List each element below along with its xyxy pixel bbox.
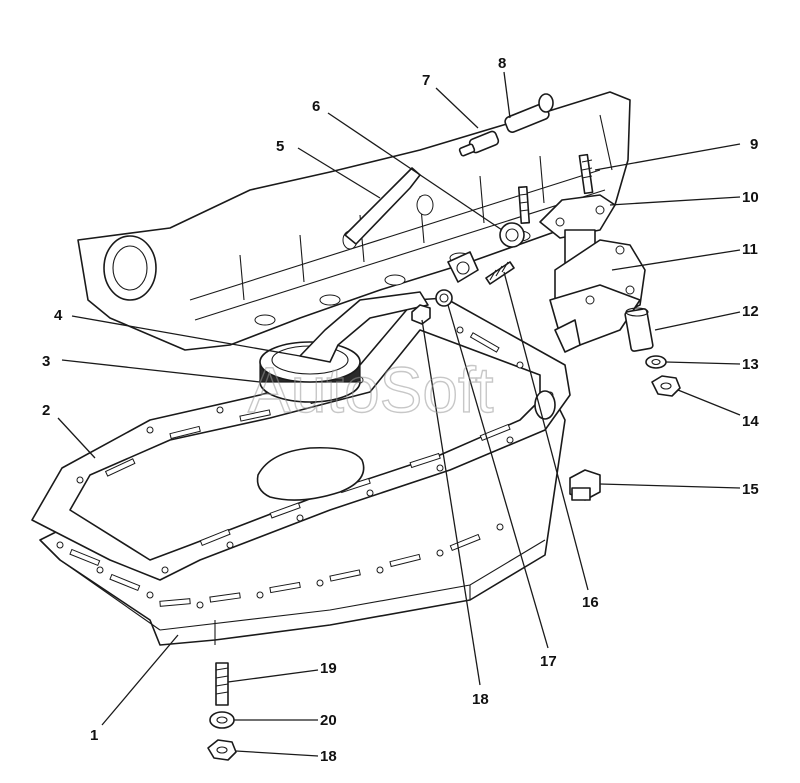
callout-18-lower: 18: [320, 748, 337, 765]
dipstick-plug-7: [458, 130, 500, 157]
callout-13: 13: [742, 356, 759, 373]
seal-ring-6: [499, 222, 525, 248]
callout-10: 10: [742, 189, 759, 206]
mounting-plate-10: [539, 194, 616, 239]
washer-17: [435, 289, 453, 307]
bolt-16: [485, 261, 515, 285]
dipstick-cap-8: [504, 93, 554, 133]
callout-labels: 1 2 3 4 5 6 7 8 9 10 11 12 13 14 15 16 1…: [42, 55, 759, 765]
nut-14: [651, 375, 681, 397]
callout-6: 6: [312, 98, 320, 115]
pan-stiffener-ring: [534, 390, 556, 420]
oil-pan-gasket: [31, 297, 571, 581]
oil-strainer: [259, 291, 429, 403]
washer-20: [209, 711, 235, 729]
stud-9: [578, 153, 594, 195]
callout-4: 4: [54, 307, 63, 324]
leader-lines: [57, 71, 741, 757]
callout-1: 1: [90, 727, 98, 744]
callout-15: 15: [742, 481, 759, 498]
callout-18-upper: 18: [472, 691, 489, 708]
callout-16: 16: [582, 594, 599, 611]
callout-2: 2: [42, 402, 50, 419]
oil-pump-11: [549, 229, 646, 353]
callout-8: 8: [498, 55, 506, 72]
callout-17: 17: [540, 653, 557, 670]
watermark-text: AutoSoft: [248, 354, 494, 426]
nut-18-upper: [411, 304, 431, 325]
callout-11: 11: [742, 241, 758, 258]
callout-20: 20: [320, 712, 337, 729]
callout-19: 19: [320, 660, 337, 677]
nut-18-lower: [207, 739, 237, 761]
callout-12: 12: [742, 303, 759, 320]
callout-9: 9: [750, 136, 758, 153]
callout-7: 7: [422, 72, 430, 89]
stud-19: [215, 662, 229, 706]
stud-10: [517, 185, 531, 225]
washer-13: [645, 355, 667, 369]
seal-17: [447, 251, 479, 283]
callout-3: 3: [42, 353, 50, 370]
callout-14: 14: [742, 413, 759, 430]
sleeve-12: [624, 307, 654, 352]
callout-5: 5: [276, 138, 284, 155]
drain-plug-15: [569, 469, 601, 501]
